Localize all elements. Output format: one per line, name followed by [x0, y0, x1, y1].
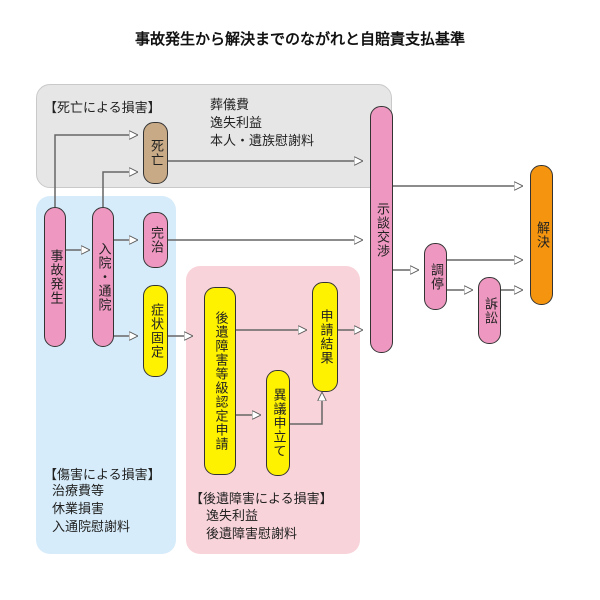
node-death: 死亡: [143, 122, 168, 184]
injury-region-label: 【傷害による損害】: [44, 468, 161, 483]
node-lawsuit: 訴訟: [478, 277, 501, 344]
death-region-label: 【死亡による損害】: [44, 101, 161, 116]
aftereffect-item-lost-profit: 逸失利益: [206, 509, 259, 524]
node-symptom-fixed: 症状固定: [143, 285, 168, 377]
node-mediation: 調停: [424, 243, 447, 310]
injury-item-hospital-consolation: 入通院慰謝料: [52, 520, 131, 535]
injury-item-treatment: 治療費等: [52, 484, 105, 499]
death-item-funeral: 葬儀費: [210, 98, 250, 113]
node-settlement-negotiation: 示談交渉: [370, 106, 393, 353]
node-objection: 異議申立て: [266, 370, 290, 476]
aftereffect-item-consolation: 後遺障害慰謝料: [206, 527, 298, 542]
aftereffect-region-label: 【後遺障害による損害】: [190, 492, 333, 507]
node-accident: 事故発生: [44, 207, 66, 347]
node-hospital-visit: 入院・通院: [92, 207, 114, 347]
death-item-consolation: 本人・遺族慰謝料: [210, 134, 315, 149]
node-application-result: 申請結果: [312, 282, 338, 392]
diagram-title: 事故発生から解決までのながれと自賠責支払基準: [134, 30, 465, 48]
node-resolution: 解決: [530, 165, 553, 305]
node-grade-application: 後遺障害等級認定申請: [204, 287, 236, 475]
injury-item-lost-wages: 休業損害: [52, 502, 105, 517]
death-item-lost-profit: 逸失利益: [210, 116, 263, 131]
node-cured: 完治: [143, 212, 168, 268]
